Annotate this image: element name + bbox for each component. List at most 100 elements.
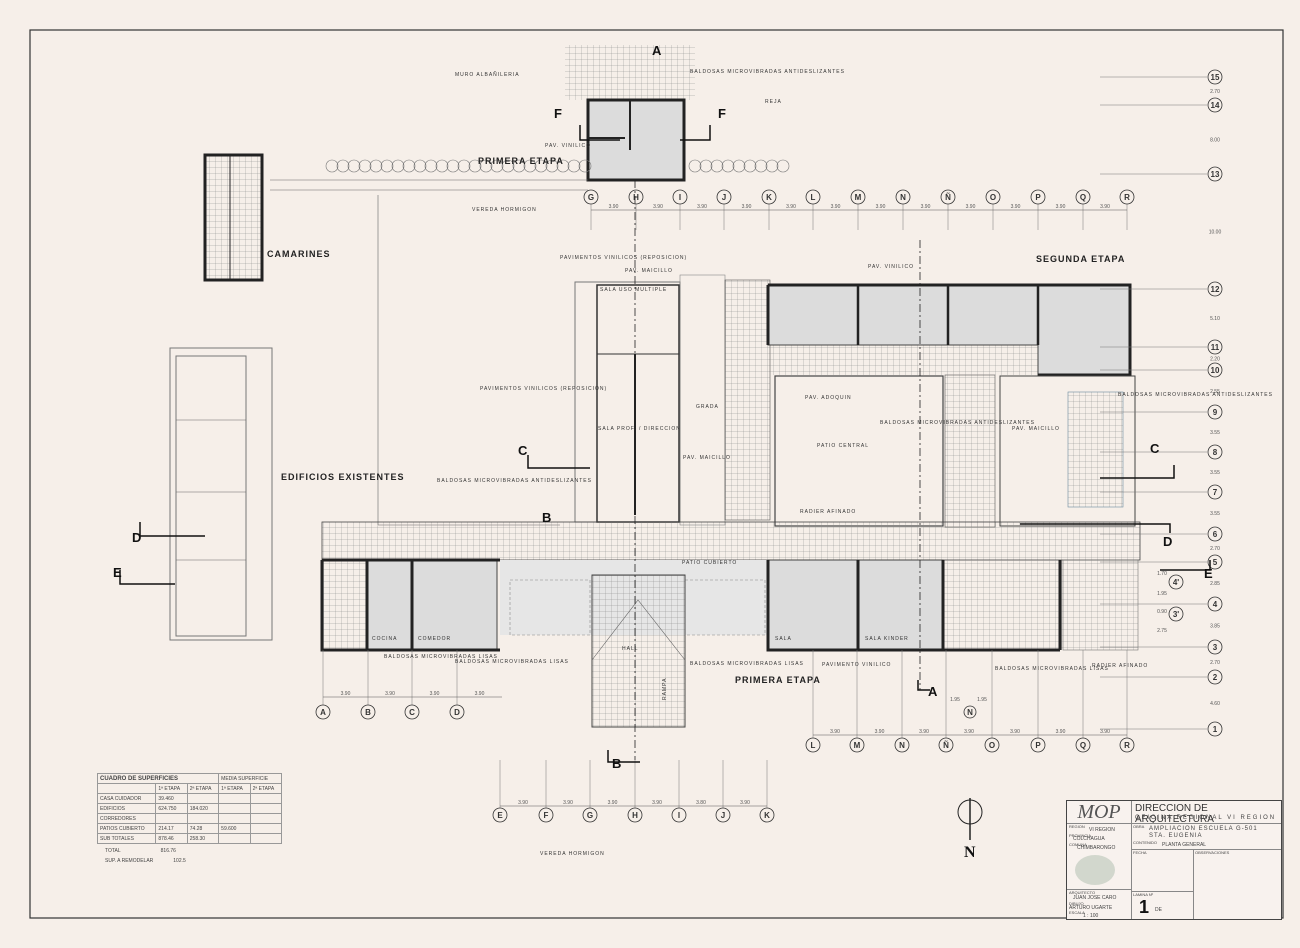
grid-label: K <box>766 193 772 202</box>
grid-label: 11 <box>1211 343 1220 352</box>
dimension-text: 3.90 <box>876 204 886 210</box>
tree-icon <box>556 159 570 173</box>
grid-bubble-icon <box>849 737 865 753</box>
col-header: 1ª ETAPA <box>218 783 251 794</box>
grid-bubble-icon <box>938 737 954 753</box>
north-label: N <box>964 844 976 861</box>
grid-bubble-icon <box>583 189 599 205</box>
tree-icon <box>721 159 735 173</box>
note-tiles-smooth-4: BALDOSAS MICROVIBRADAS LISAS <box>995 666 1109 672</box>
remodel-value: 102.5 <box>173 858 186 864</box>
dimension-text: 3.90 <box>831 204 841 210</box>
grid-bubble-icon <box>672 189 688 205</box>
dimension-text: 3.90 <box>964 729 974 735</box>
section-mark-f-right: F <box>718 106 726 121</box>
grid-bubble-icon <box>1207 554 1223 570</box>
label-kinder: SALA KINDER <box>865 636 909 642</box>
grid-label: M <box>855 193 862 202</box>
grid-label: J <box>721 811 725 820</box>
dimension-text: 3.90 <box>653 204 663 210</box>
dim-text: 2.75 <box>1157 628 1167 634</box>
main-corridor <box>321 521 1141 561</box>
grid-bubble-icon <box>628 189 644 205</box>
dimension-text: 3.90 <box>652 800 662 806</box>
grid-label: C <box>409 708 415 717</box>
work-label: OBRA <box>1133 824 1145 829</box>
grid-label: Q <box>1080 193 1086 202</box>
grid-label: I <box>678 811 680 820</box>
table-cell <box>249 813 283 824</box>
stage-one-bottom-title: PRIMERA ETAPA <box>735 675 821 685</box>
table-cell <box>186 813 220 824</box>
grid-label: L <box>811 193 816 202</box>
section-mark-e-right: E <box>1204 566 1213 581</box>
north-small-label: N <box>967 708 973 717</box>
tree-icon <box>732 159 746 173</box>
tree-icon <box>534 159 548 173</box>
grid-label: R <box>1124 741 1130 750</box>
grid-bubble-icon <box>1207 526 1223 542</box>
note-paved: PAV. ADOQUIN <box>805 395 852 401</box>
grid-label: 4' <box>1173 578 1179 587</box>
dimension-text: 3.90 <box>430 691 440 697</box>
grid-label: P <box>1035 193 1041 202</box>
label-central-patio: PATIO CENTRAL <box>817 443 869 449</box>
tree-icon <box>402 159 416 173</box>
tree-icon <box>435 159 449 173</box>
dimension-text: 5.10 <box>1210 316 1220 322</box>
grid-label: 14 <box>1211 101 1220 110</box>
grid-label: R <box>1124 193 1130 202</box>
note-radier-bottom: RADIER AFINADO <box>1092 663 1148 669</box>
section-mark-e-left: E <box>113 565 122 580</box>
table-cell: 624.750 <box>155 803 188 814</box>
table-cell <box>218 813 251 824</box>
central-patio <box>774 375 944 527</box>
grid-bubble-icon <box>671 807 687 823</box>
stage-one-top-title: PRIMERA ETAPA <box>478 156 564 166</box>
tree-icon <box>479 159 493 173</box>
dimension-text: 3.90 <box>1011 204 1021 210</box>
col-header: 2ª ETAPA <box>186 783 220 794</box>
section-mark-d-right: D <box>1163 534 1172 549</box>
dimension-text: 2.70 <box>1210 546 1220 552</box>
dimension-text: 3.85 <box>1210 624 1220 630</box>
total-value: 816.76 <box>160 848 176 854</box>
official-stamp <box>1075 855 1115 885</box>
grid-bubble-icon <box>1207 362 1223 378</box>
dimension-text: 3.90 <box>921 204 931 210</box>
dimension-text: 3.55 <box>1210 511 1220 517</box>
dimension-text: 3.90 <box>697 204 707 210</box>
sub-office-name: OFICINA REGIONAL VI REGION <box>1135 815 1277 821</box>
grid-label: J <box>722 193 726 202</box>
grid-label: Q <box>1080 741 1086 750</box>
grid-label: K <box>764 811 770 820</box>
table-cell: 39.460 <box>155 793 188 804</box>
grid-bubble-icon <box>716 189 732 205</box>
grid-bubble-icon <box>1168 606 1184 622</box>
section-mark-f-left: F <box>554 106 562 121</box>
grid-bubble-icon <box>1207 339 1223 355</box>
drawing-label: DIBUJO <box>1069 901 1084 906</box>
note-maicillo-floor: PAV. MAICILLO <box>625 268 673 274</box>
tree-icon <box>424 159 438 173</box>
office-name: DIRECCION DE ARQUITECTURA <box>1135 803 1214 825</box>
grid-bubble-icon <box>1119 737 1135 753</box>
grid-bubble-icon <box>1207 444 1223 460</box>
dimension-text: 3.90 <box>1100 729 1110 735</box>
label-ramp: RAMPA <box>662 678 668 700</box>
dimension-text: 4.60 <box>1210 701 1220 707</box>
note-maicillo: PAV. MAICILLO <box>683 455 731 461</box>
dimension-text: 3.90 <box>966 204 976 210</box>
grid-label: 6 <box>1213 530 1218 539</box>
dimension-text: 3.90 <box>609 204 619 210</box>
dimension-text: 3.90 <box>742 204 752 210</box>
grid-bubble-icon <box>1207 281 1223 297</box>
col-header: 1ª ETAPA <box>155 783 188 794</box>
label-hall: HALL <box>622 646 639 652</box>
note-brick-wall: MURO ALBAÑILERIA <box>455 71 520 78</box>
table-cell: SUB TOTALES <box>96 833 157 844</box>
grid-label: G <box>588 193 594 202</box>
note-vinyl-floors-reposition: PAVIMENTOS VINILICOS (REPOSICION) <box>560 255 687 261</box>
